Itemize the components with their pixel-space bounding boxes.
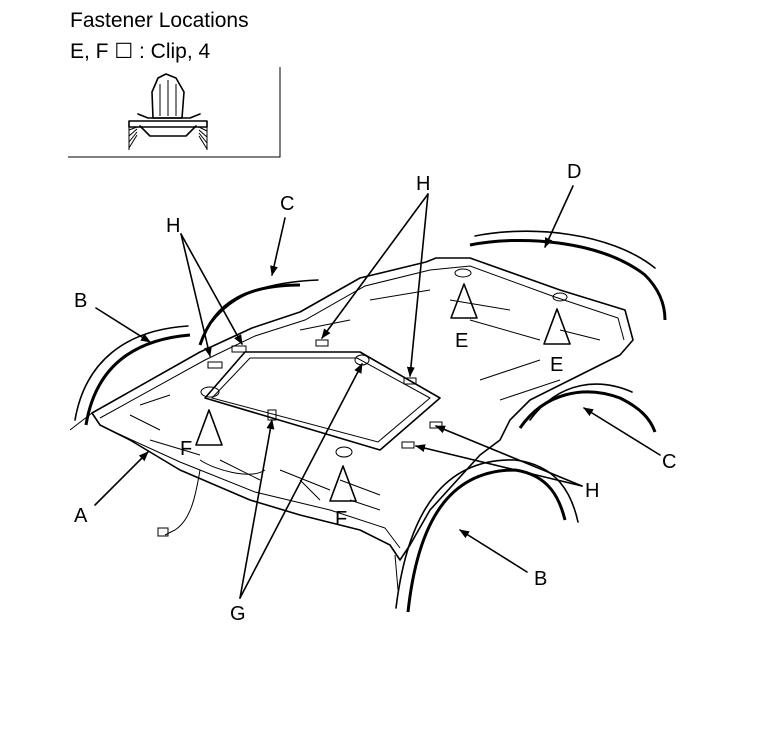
fastener-locations-title: Fastener Locations <box>70 9 249 32</box>
callout-f-1: F <box>180 438 192 460</box>
callout-b-left: B <box>74 290 87 312</box>
callout-h-right: H <box>585 480 599 502</box>
callout-c-right: C <box>662 451 676 473</box>
headliner-a <box>69 257 634 591</box>
leader-arrows <box>94 185 661 599</box>
clip-inset <box>68 67 281 158</box>
clip-detail-icon <box>128 73 208 150</box>
trim-c-right <box>518 383 657 433</box>
clip-f-2 <box>329 446 357 502</box>
trim-b-right <box>395 459 579 613</box>
callout-a: A <box>74 505 88 527</box>
callout-f-2: F <box>335 508 347 530</box>
callout-h-top: H <box>416 173 430 195</box>
callout-d: D <box>567 161 581 183</box>
callout-e-2: E <box>550 354 563 376</box>
callout-g: G <box>230 603 246 625</box>
clip-h-markers <box>207 339 443 449</box>
trim-c-left <box>198 279 319 346</box>
clip-e-2 <box>543 292 571 345</box>
clip-f-1 <box>195 386 223 446</box>
callout-e-1: E <box>455 330 468 352</box>
callout-c-left: C <box>280 193 294 215</box>
callout-h-left: H <box>166 215 180 237</box>
trim-b-left <box>74 325 191 426</box>
trim-d <box>469 230 667 321</box>
callout-b-right: B <box>534 568 547 590</box>
clip-legend-text: E, F ☐ : Clip, 4 <box>70 40 211 63</box>
clip-e-1 <box>450 268 478 319</box>
